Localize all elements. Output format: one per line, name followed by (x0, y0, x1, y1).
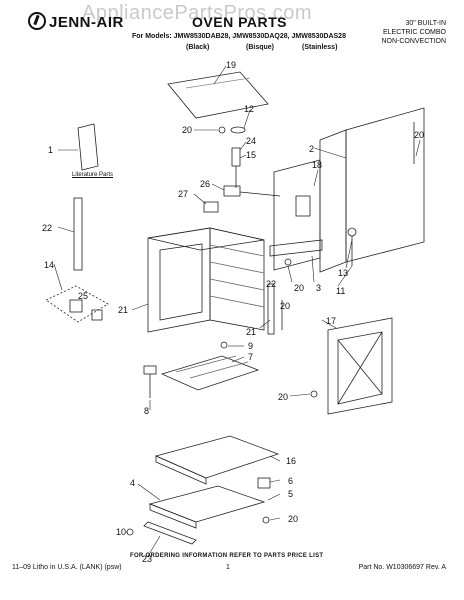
callout-21-b: 21 (246, 327, 256, 337)
callout-2: 2 (309, 144, 314, 154)
callout-16: 16 (286, 456, 296, 466)
callout-17: 17 (326, 316, 336, 326)
callout-18: 18 (312, 160, 322, 170)
grommet (230, 126, 246, 134)
subtitle-line-3: NON-CONVECTION (381, 38, 446, 45)
literature-parts-label: Literature Parts (72, 172, 114, 178)
sensor (347, 227, 357, 237)
callout-7: 7 (248, 352, 253, 362)
callout-14: 14 (44, 260, 54, 270)
finish-black: (Black) (186, 44, 210, 51)
callout-numbers: 1 2 3 4 5 6 7 8 9 10 11 12 13 14 15 16 1… (42, 60, 424, 564)
subtitle-line-1: 30" BUILT-IN (405, 20, 446, 27)
callout-25: 25 (78, 291, 88, 301)
page-title: OVEN PARTS (192, 14, 287, 30)
callout-27: 27 (178, 189, 188, 199)
callout-21-a: 21 (118, 305, 128, 315)
callout-20-d: 20 (280, 301, 290, 311)
callout-20-c: 20 (294, 283, 304, 293)
oven-rack (160, 355, 260, 391)
bracket (69, 299, 83, 313)
callout-13: 13 (338, 268, 348, 278)
rear-panel (273, 159, 321, 271)
latch (203, 201, 219, 213)
literature-booklet (77, 123, 99, 171)
callout-4: 4 (130, 478, 135, 488)
brand-name: JENN-AIR (49, 14, 124, 31)
bottom-trim (143, 521, 197, 545)
hinge-block (257, 477, 271, 489)
callout-20-a: 20 (182, 125, 192, 135)
door-switch (223, 185, 241, 197)
screw (218, 126, 226, 134)
page-number: 1 (226, 564, 230, 571)
watermark: AppliancePartsPros.com (82, 2, 312, 24)
ordering-note: FOR ORDERING INFORMATION REFER TO PARTS … (130, 553, 324, 559)
callout-10: 10 (116, 527, 126, 537)
bracket-outline (45, 285, 109, 323)
print-info: 11–09 Litho in U.S.A. (LANK) (psw) (12, 564, 122, 571)
callout-22-b: 22 (266, 279, 276, 289)
rack-clip (220, 341, 228, 349)
callout-22-a: 22 (42, 223, 52, 233)
callout-8: 8 (144, 406, 149, 416)
handle-bracket (143, 365, 157, 375)
callout-24: 24 (246, 136, 256, 146)
callout-20-f: 20 (288, 514, 298, 524)
callout-19: 19 (226, 60, 236, 70)
oven-cavity-side (209, 227, 265, 331)
brand-logo-icon (28, 12, 46, 30)
callout-15: 15 (246, 150, 256, 160)
callout-20-e: 20 (278, 392, 288, 402)
vent-bracket (269, 239, 323, 257)
side-trim (73, 197, 83, 271)
callout-9: 9 (248, 341, 253, 351)
callout-12: 12 (244, 104, 254, 114)
right-trim (267, 283, 275, 335)
part-number: Part No. W10306697 Rev. A (358, 564, 446, 571)
top-panel (167, 71, 269, 119)
callout-11: 11 (336, 286, 345, 296)
callout-6: 6 (288, 476, 293, 486)
bottom-panel (154, 435, 280, 479)
thermostat (231, 147, 241, 167)
brand-logo: JENN-AIR (28, 12, 124, 31)
callout-23: 23 (142, 554, 152, 564)
callout-20-b: 20 (414, 130, 424, 140)
callout-26: 26 (200, 179, 210, 189)
callout-5: 5 (288, 489, 293, 499)
callout-1: 1 (48, 145, 53, 155)
outer-wrapper (345, 107, 425, 263)
finish-stainless: (Stainless) (302, 44, 338, 51)
finish-bisque: (Bisque) (246, 44, 274, 51)
models-line: For Models: JMW8530DAB28, JMW8530DAQ28, … (132, 33, 346, 40)
oven-door (327, 317, 393, 415)
callout-3: 3 (316, 283, 321, 293)
subtitle-line-2: ELECTRIC COMBO (382, 29, 446, 36)
